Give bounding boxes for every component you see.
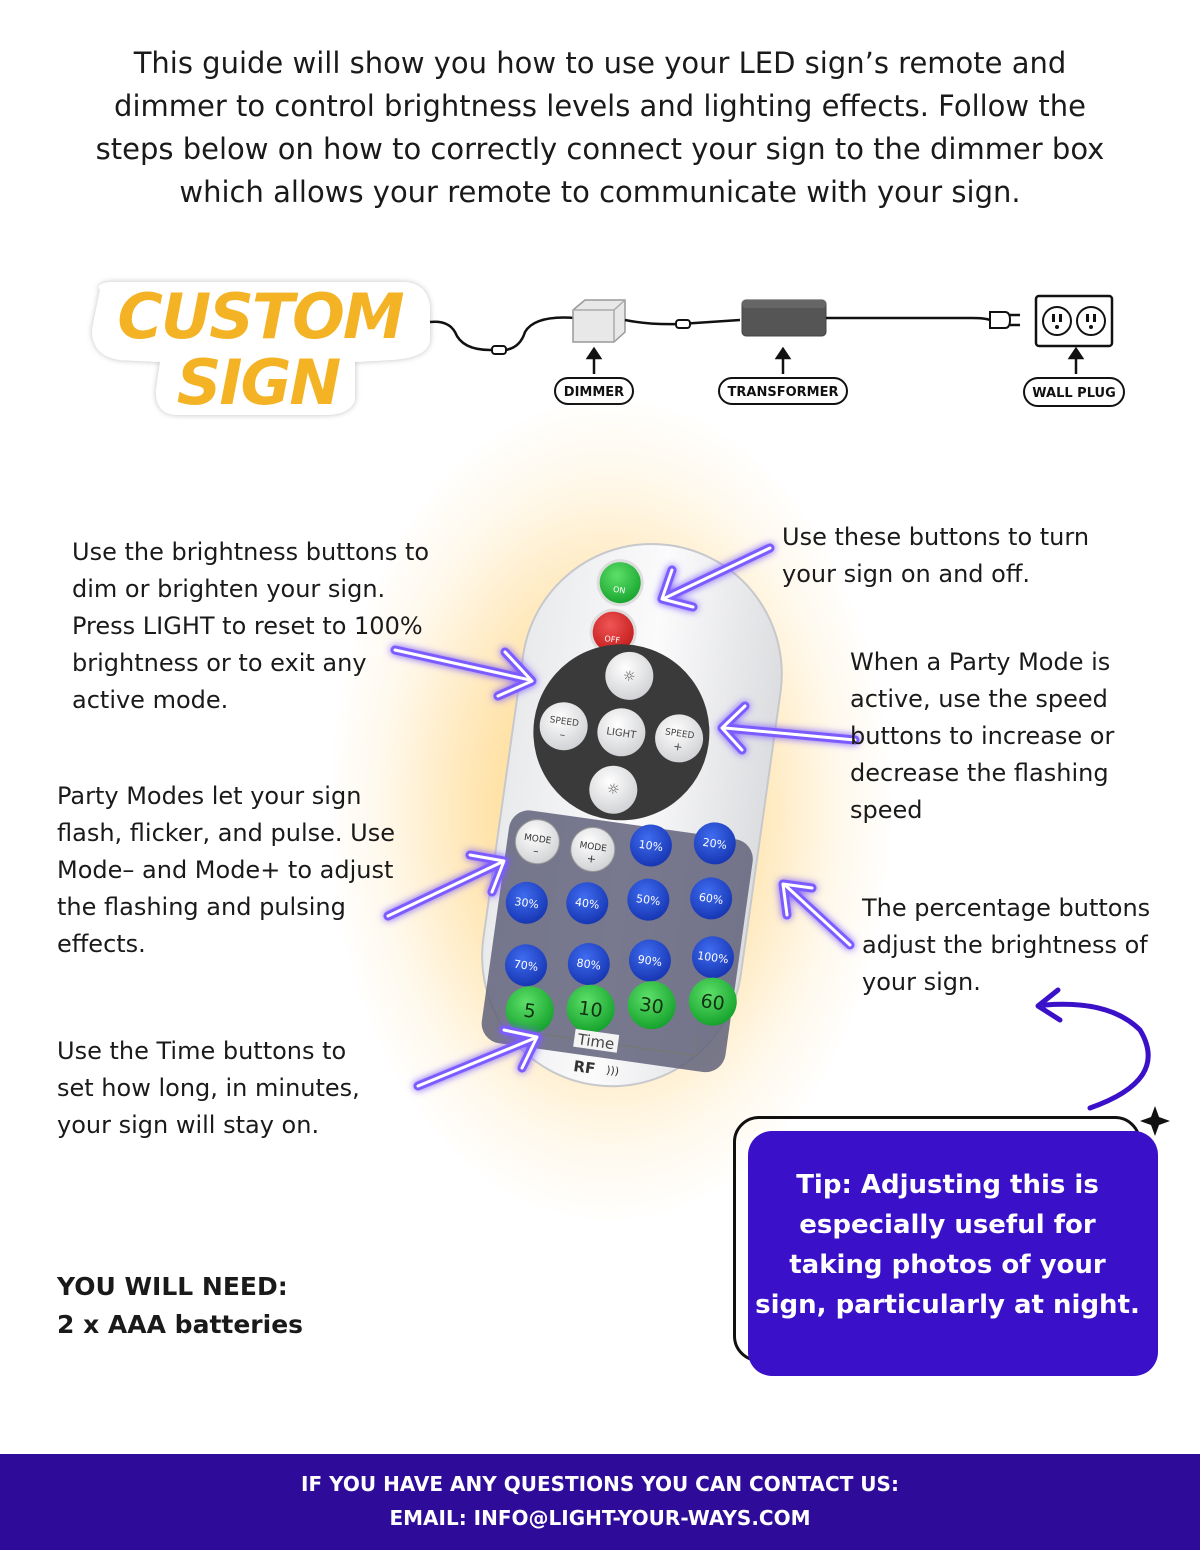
percent-button[interactable]: 60% — [687, 875, 734, 922]
speed-minus-button[interactable]: SPEED – — [537, 699, 591, 753]
sign-line2: SIGN — [177, 346, 341, 419]
note-speed: When a Party Mode is active, use the spe… — [850, 648, 1115, 824]
signal-icon: ))) — [605, 1064, 620, 1079]
wall-plug-label: WALL PLUG — [1032, 386, 1115, 401]
footer-bar — [0, 1454, 1200, 1550]
need-item: 2 x AAA batteries — [57, 1310, 304, 1339]
plug-icon — [989, 311, 1020, 329]
connection-diagram: CUSTOM SIGN DIMMER TRANSFORMER WALL P — [92, 280, 1125, 419]
time-button[interactable]: 5 — [503, 983, 557, 1037]
mode-minus-button[interactable]: MODE – — [512, 817, 562, 867]
remote-control: ON OFF ☼ ☼ LIGHT SPEED – SPEED + 10% 20% 3… — [481, 542, 783, 1088]
percent-button-label: 30% — [514, 895, 540, 911]
percent-buttons: 10% 20% 30% 40% 50% 60% 70% 80% 90% 100% — [502, 820, 738, 989]
sun-down-icon: ☼ — [606, 781, 621, 799]
percent-button[interactable]: 100% — [689, 934, 736, 981]
light-button[interactable]: LIGHT — [594, 705, 648, 759]
note-power: Use these buttons to turn your sign on a… — [782, 523, 1090, 588]
percent-button[interactable]: 80% — [565, 940, 612, 987]
tip-text: Tip: Adjusting this is especially useful… — [755, 1170, 1140, 1320]
you-will-need: YOU WILL NEED: 2 x AAA batteries — [57, 1268, 303, 1344]
percent-button[interactable]: 50% — [625, 876, 672, 923]
off-label: OFF — [604, 634, 621, 645]
time-buttons: 5 10 30 60 — [503, 975, 740, 1037]
percent-button-label: 70% — [513, 958, 539, 974]
light-label: LIGHT — [606, 726, 638, 741]
percent-button[interactable]: 30% — [503, 879, 550, 926]
time-button[interactable]: 60 — [686, 975, 740, 1029]
svg-text:+: + — [672, 740, 683, 754]
svg-text:+: + — [586, 852, 597, 866]
sun-up-icon: ☼ — [622, 668, 637, 686]
percent-button-label: 50% — [635, 892, 661, 908]
svg-text:–: – — [532, 844, 539, 858]
need-heading: YOU WILL NEED: — [57, 1272, 288, 1301]
footer-line2[interactable]: EMAIL: INFO@LIGHT-YOUR-WAYS.COM — [389, 1506, 811, 1530]
speed-plus-label: SPEED — [664, 727, 695, 741]
svg-text:–: – — [559, 728, 566, 742]
time-button[interactable]: 10 — [564, 982, 618, 1036]
percent-button[interactable]: 40% — [564, 879, 611, 926]
mode-minus-label: MODE — [523, 833, 552, 847]
on-button[interactable]: ON — [595, 558, 645, 608]
percent-button-label: 100% — [696, 949, 729, 966]
sign-line1: CUSTOM — [117, 280, 403, 353]
time-button[interactable]: 30 — [625, 978, 679, 1032]
transformer-label: TRANSFORMER — [728, 385, 839, 400]
note-brightness: Use the brightness buttons to dim or bri… — [72, 538, 430, 714]
intro-text: This guide will show you how to use your… — [95, 46, 1105, 209]
percent-button[interactable]: 20% — [691, 820, 738, 867]
mode-plus-button[interactable]: MODE + — [568, 825, 618, 875]
percent-button-label: 20% — [702, 836, 728, 852]
percent-button-label: 10% — [638, 838, 664, 854]
footer-text: IF YOU HAVE ANY QUESTIONS YOU CAN CONTAC… — [0, 1467, 1200, 1535]
time-label: Time — [576, 1030, 616, 1053]
arrow-tip-curve — [1042, 1001, 1151, 1111]
percent-button[interactable]: 90% — [626, 937, 673, 984]
percent-button-label: 90% — [637, 953, 663, 969]
percent-button-label: 40% — [574, 896, 600, 912]
arrow-speed — [717, 701, 860, 755]
brightness-down-button[interactable] — [586, 763, 640, 817]
rf-label: RF — [572, 1057, 596, 1078]
mode-plus-label: MODE — [579, 841, 608, 855]
time-button-label: 60 — [699, 990, 726, 1015]
speed-minus-label: SPEED — [549, 715, 580, 729]
time-button-label: 10 — [577, 997, 604, 1022]
time-button-label: 30 — [638, 994, 665, 1019]
dimmer-icon — [572, 299, 626, 343]
speed-plus-button[interactable]: SPEED + — [652, 711, 706, 765]
time-button-label: 5 — [522, 1000, 537, 1023]
footer-line1: IF YOU HAVE ANY QUESTIONS YOU CAN CONTAC… — [301, 1472, 899, 1496]
sign-backing — [92, 282, 430, 416]
neon-arrows — [383, 543, 1170, 1136]
wall-outlet-icon — [1034, 294, 1114, 348]
sparkle-icon — [1140, 1106, 1170, 1136]
brightness-up-button[interactable] — [602, 649, 656, 703]
percent-button[interactable]: 70% — [502, 942, 549, 989]
note-percent: The percentage buttons adjust the bright… — [862, 894, 1151, 996]
on-label: ON — [612, 585, 625, 596]
percent-button-label: 80% — [576, 956, 602, 972]
transformer-icon — [741, 299, 827, 337]
tip-box — [748, 1131, 1158, 1376]
percent-button-label: 60% — [698, 891, 724, 907]
percent-button[interactable]: 10% — [627, 822, 674, 869]
dimmer-label: DIMMER — [564, 385, 624, 400]
note-party: Party Modes let your sign flash, flicker… — [57, 782, 395, 958]
note-time: Use the Time buttons to set how long, in… — [57, 1037, 360, 1139]
off-button[interactable]: OFF — [588, 607, 638, 657]
